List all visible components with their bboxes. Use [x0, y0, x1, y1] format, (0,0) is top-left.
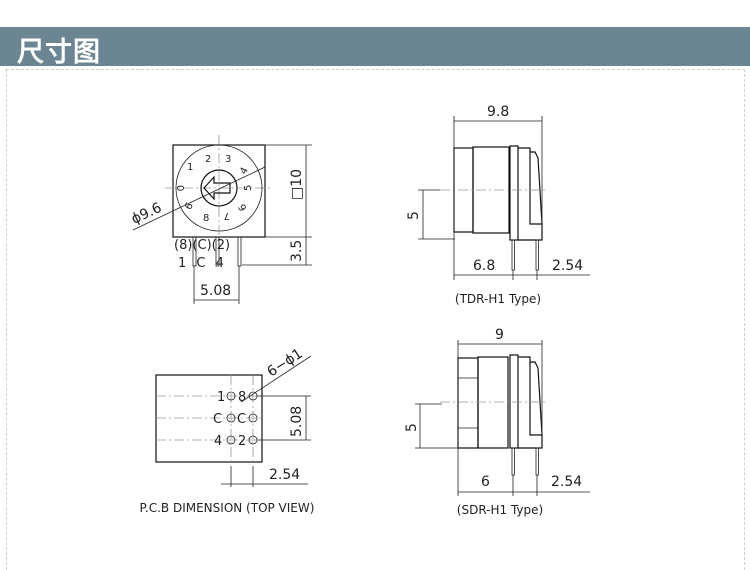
pin-height-label: 3.5: [289, 240, 305, 262]
pin-spacing-label: 5.08: [200, 283, 231, 299]
svg-text:8: 8: [203, 213, 209, 224]
sdr-caption: (SDR-H1 Type): [457, 503, 543, 517]
pin-labels-top: (8)(C)(2): [174, 238, 230, 253]
svg-text:4: 4: [214, 434, 222, 449]
sdr-height-dim: 5: [404, 423, 420, 432]
tdr-width-dim: 9.8: [487, 104, 509, 120]
svg-text:1: 1: [187, 162, 193, 173]
dial-knob[interactable]: [200, 169, 238, 207]
svg-text:C: C: [237, 412, 246, 427]
front-view-drawing: ϕ9.6 0 1 2 3 4 5 6 7 8 9 (8)(C)(2) 1 C 4…: [129, 135, 312, 304]
svg-text:9: 9: [181, 200, 194, 211]
size-label: □10: [289, 169, 305, 200]
content-frame: [6, 69, 745, 570]
pcb-view-drawing: 1 8 C C 4 2 6−ϕ1 5.08 2.54 P.C.B DIMENSI…: [140, 346, 315, 515]
tdr-side-view: 5 9.8 6.8 2.54 (TDR-H1 Type): [406, 104, 590, 306]
sdr-side-view: 5 9 6 2.54 (SDR-H1 Type): [404, 327, 590, 517]
hole-label: 6−ϕ1: [264, 346, 305, 381]
svg-text:2: 2: [205, 154, 211, 165]
pcb-pin-labels: 1 8 C C 4 2: [213, 390, 246, 449]
dial-ring: [175, 144, 263, 232]
pcb-vertical-dim: 5.08: [289, 406, 305, 437]
sdr-width-dim: 9: [495, 327, 504, 343]
pin-labels-bottom: 1 C 4: [178, 256, 224, 271]
pins: [192, 236, 242, 267]
svg-text:6: 6: [237, 202, 250, 213]
svg-text:1: 1: [217, 390, 225, 405]
svg-text:8: 8: [238, 390, 246, 405]
section-title: 尺寸图: [17, 37, 101, 68]
svg-text:0: 0: [174, 185, 185, 191]
section-header: 尺寸图: [0, 27, 750, 68]
tdr-depth-dim: 6.8: [473, 258, 495, 274]
tdr-pin-dim: 2.54: [552, 258, 583, 274]
arrow-icon: [203, 175, 231, 201]
tdr-height-dim: 5: [406, 211, 422, 220]
pcb-holes: [226, 391, 258, 445]
svg-text:7: 7: [224, 210, 230, 221]
tdr-caption: (TDR-H1 Type): [455, 292, 541, 306]
pcb-caption: P.C.B DIMENSION (TOP VIEW): [140, 501, 315, 515]
svg-text:5: 5: [243, 185, 254, 191]
sdr-pin-dim: 2.54: [551, 474, 582, 490]
svg-text:C: C: [213, 412, 222, 427]
svg-text:3: 3: [225, 154, 231, 165]
svg-text:4: 4: [238, 166, 251, 177]
pcb-horizontal-dim: 2.54: [269, 467, 300, 483]
svg-text:2: 2: [238, 434, 246, 449]
dial-numbers: 0 1 2 3 4 5 6 7 8 9: [174, 154, 254, 224]
sdr-depth-dim: 6: [481, 474, 490, 490]
